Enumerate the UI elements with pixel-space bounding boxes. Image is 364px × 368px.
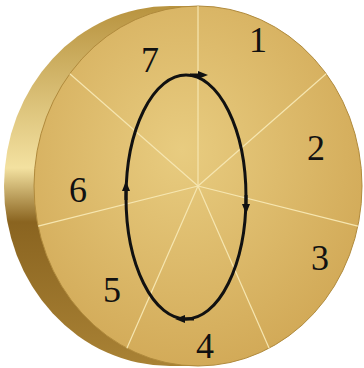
sector-number: 5 bbox=[103, 272, 121, 308]
sector-number: 4 bbox=[196, 328, 214, 364]
sector-line bbox=[38, 186, 198, 226]
sector-line bbox=[198, 186, 358, 226]
sector-line bbox=[70, 74, 198, 186]
sector-line bbox=[198, 186, 269, 348]
sector-number: 6 bbox=[69, 172, 87, 208]
disc-face bbox=[34, 6, 362, 366]
sector-number: 3 bbox=[311, 240, 329, 276]
sector-number: 1 bbox=[249, 22, 267, 58]
sector-lines bbox=[38, 6, 358, 348]
cycle-loop bbox=[126, 75, 246, 319]
sector-line bbox=[197, 6, 198, 186]
sector-number: 7 bbox=[141, 42, 159, 78]
sector-number: 2 bbox=[307, 130, 325, 166]
